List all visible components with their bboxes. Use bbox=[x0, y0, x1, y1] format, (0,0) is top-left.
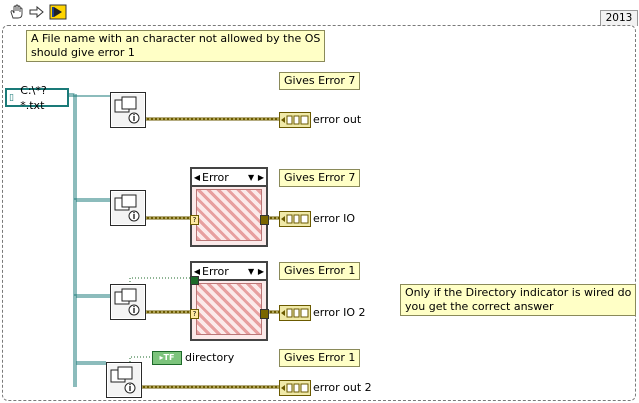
block-diagram-frame bbox=[2, 25, 636, 401]
case-diagram bbox=[196, 189, 262, 241]
file-info-node-3[interactable] bbox=[110, 284, 146, 320]
error-case-structure-2[interactable]: ◀ Error ▼ ▶ ? bbox=[190, 261, 269, 341]
folder-info-icon bbox=[114, 96, 140, 124]
path-icon: ▯ bbox=[9, 92, 14, 103]
hand-icon[interactable] bbox=[5, 2, 27, 22]
case-prev-icon[interactable]: ◀ bbox=[193, 266, 201, 276]
case-next-icon[interactable]: ▶ bbox=[257, 172, 265, 182]
file-info-node-4[interactable] bbox=[106, 362, 142, 398]
row3-annotation: Gives Error 1 bbox=[279, 262, 361, 280]
case-selector[interactable]: ◀ Error ▼ ▶ bbox=[192, 263, 266, 281]
directory-label: directory bbox=[185, 351, 235, 364]
tunnel-out bbox=[260, 215, 269, 225]
error-cluster-icon[interactable] bbox=[279, 380, 311, 396]
selector-terminal: ? bbox=[190, 309, 199, 319]
bool-tunnel-in bbox=[190, 276, 199, 285]
case-dropdown-icon[interactable]: ▼ bbox=[248, 266, 255, 276]
row1-annotation: Gives Error 7 bbox=[279, 72, 361, 90]
tunnel-out bbox=[260, 309, 269, 319]
arrow-right-icon[interactable] bbox=[26, 2, 48, 22]
file-info-node-1[interactable] bbox=[110, 92, 146, 128]
error-indicator-label: error out 2 bbox=[313, 381, 372, 394]
error-case-structure-1[interactable]: ◀ Error ▼ ▶ ? bbox=[190, 167, 269, 247]
case-next-icon[interactable]: ▶ bbox=[257, 266, 265, 276]
case-dropdown-icon[interactable]: ▼ bbox=[248, 172, 255, 182]
case-label: Error bbox=[202, 264, 229, 278]
path-constant[interactable]: ▯ C:\*?*.txt bbox=[5, 84, 69, 112]
error-indicator-label: error IO bbox=[313, 212, 356, 225]
selector-terminal: ? bbox=[190, 215, 199, 225]
file-info-node-2[interactable] bbox=[110, 190, 146, 226]
case-label: Error bbox=[202, 170, 229, 184]
top-comment-line1: A File name with an character not allowe… bbox=[31, 32, 321, 45]
folder-info-icon bbox=[110, 366, 136, 394]
case-diagram bbox=[196, 283, 262, 335]
error-indicator-label: error IO 2 bbox=[313, 306, 366, 319]
case-prev-icon[interactable]: ◀ bbox=[193, 172, 201, 182]
top-comment-line2: should give error 1 bbox=[31, 46, 135, 59]
path-constant-value: C:\*?*.txt bbox=[20, 83, 47, 112]
version-tab[interactable]: 2013 bbox=[600, 10, 638, 26]
error-cluster-icon[interactable] bbox=[279, 112, 311, 128]
error-cluster-icon[interactable] bbox=[279, 305, 311, 321]
run-vi-icon[interactable] bbox=[47, 2, 69, 22]
side-comment-line1: Only if the Directory indicator is wired… bbox=[405, 286, 632, 299]
tf-indicator-icon[interactable]: ▸TF bbox=[152, 351, 182, 365]
error-cluster-icon[interactable] bbox=[279, 211, 311, 227]
side-comment: Only if the Directory indicator is wired… bbox=[400, 284, 637, 316]
error-indicator-label: error out bbox=[313, 113, 362, 126]
row4-annotation: Gives Error 1 bbox=[279, 349, 361, 367]
row2-annotation: Gives Error 7 bbox=[279, 169, 361, 187]
top-comment: A File name with an character not allowe… bbox=[26, 30, 326, 62]
folder-info-icon bbox=[114, 194, 140, 222]
case-selector[interactable]: ◀ Error ▼ ▶ bbox=[192, 169, 266, 187]
folder-info-icon bbox=[114, 288, 140, 316]
side-comment-line2: you get the correct answer bbox=[405, 300, 554, 313]
